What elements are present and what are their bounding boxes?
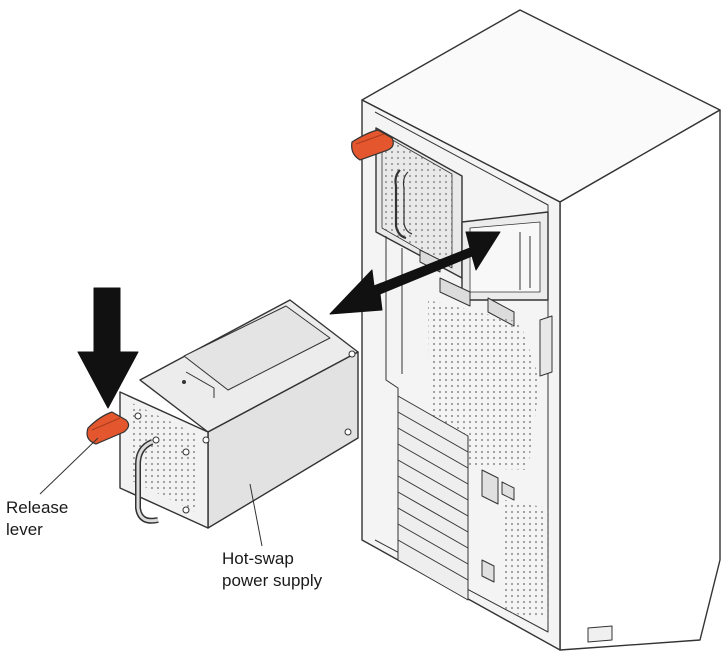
rear-vent [428,300,540,470]
insert-remove-arrow-icon [329,231,501,315]
release-lever-tab-icon [86,411,130,445]
release-lever-leader [39,437,99,495]
hot-swap-leader [249,483,263,547]
press-down-arrow-icon [77,287,139,409]
tower-side-face [559,109,721,651]
release-lever-label-line2: lever [6,520,43,539]
server-tower [361,9,721,651]
release-lever-label-line1: Release [6,498,69,517]
power-supply-module [119,299,359,529]
tower-release-lever [351,129,394,161]
hot-swap-label-line2: power supply [222,571,323,590]
hot-swap-label-line1: Hot-swap [222,549,294,568]
expansion-slots [397,395,469,601]
lower-vent [505,500,548,620]
